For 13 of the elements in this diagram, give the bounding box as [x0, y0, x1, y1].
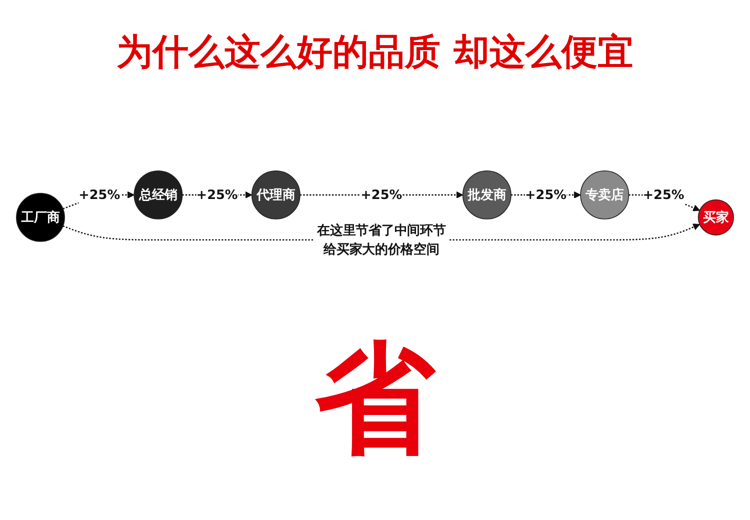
node-circle: 买家: [698, 199, 734, 236]
node-circle: 批发商: [462, 170, 512, 220]
large-character: 省: [315, 340, 435, 460]
edge-label: +25%: [360, 186, 402, 202]
node-circle: 专卖店: [580, 170, 630, 220]
node-circle: 总经销: [134, 170, 183, 220]
edge-label: +25%: [196, 186, 238, 202]
edge-label: 在这里节省了中间环节给买家大的价格空间: [317, 222, 446, 257]
node-circle: 工厂商: [16, 192, 65, 242]
edge-label: +25%: [78, 186, 120, 202]
edge-label: +25%: [642, 186, 684, 202]
edge-label: +25%: [525, 186, 567, 202]
title: 为什么这么好的品质 却这么便宜: [116, 31, 634, 75]
